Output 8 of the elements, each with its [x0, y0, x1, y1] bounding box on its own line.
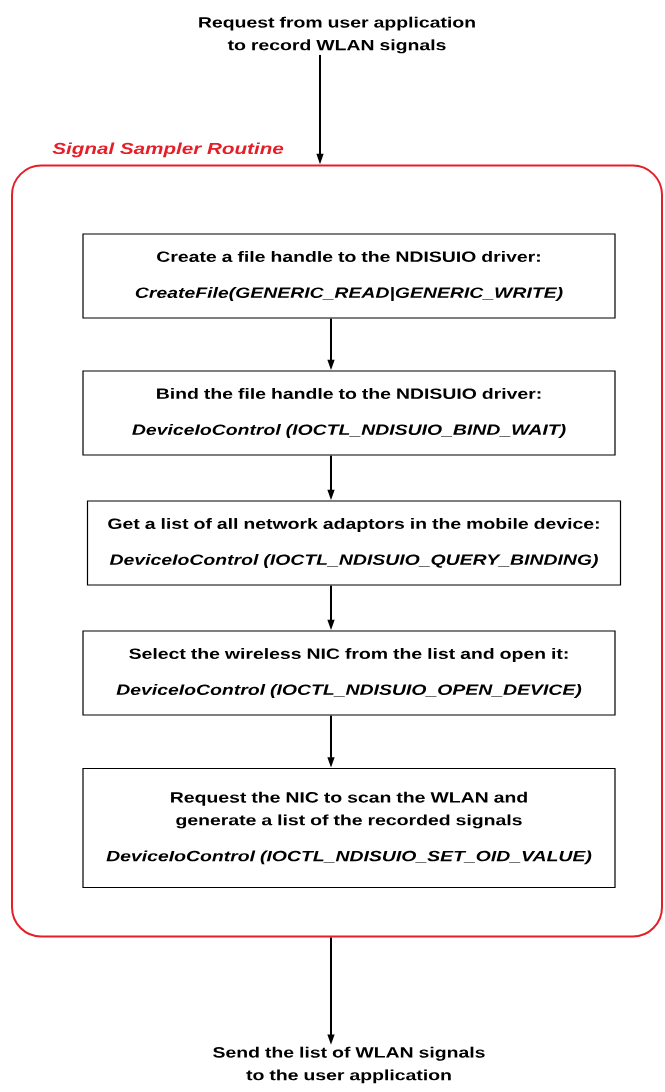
flow-text: Send the list of WLAN signals to the user application	[213, 1046, 485, 1084]
node-label: Signal Sampler Routine	[52, 142, 284, 158]
process-box: Select the wireless NIC from the list and open it: DeviceIoControl (IOCTL_NDISUIO_OPEN_DEVICE)	[82, 630, 616, 716]
process-box: Request the NIC to scan the WLAN and generate a list of the recorded signals DeviceIoControl (IOCTL_NDISUIO_SET_OID_VALUE)	[82, 767, 616, 889]
process-box: Get a list of all network adaptors in the mobile device: DeviceIoControl (IOCTL_NDISUIO_QUERY_BINDING)	[86, 500, 622, 586]
process-box: Bind the file handle to the NDISUIO driver: DeviceIoControl (IOCTL_NDISUIO_BIND_WAIT)	[82, 370, 616, 456]
process-box: Create a file handle to the NDISUIO driver: CreateFile(GENERIC_READ|GENERIC_WRITE)	[82, 233, 616, 319]
flow-text: Request from user application to record WLAN signals	[199, 16, 475, 54]
